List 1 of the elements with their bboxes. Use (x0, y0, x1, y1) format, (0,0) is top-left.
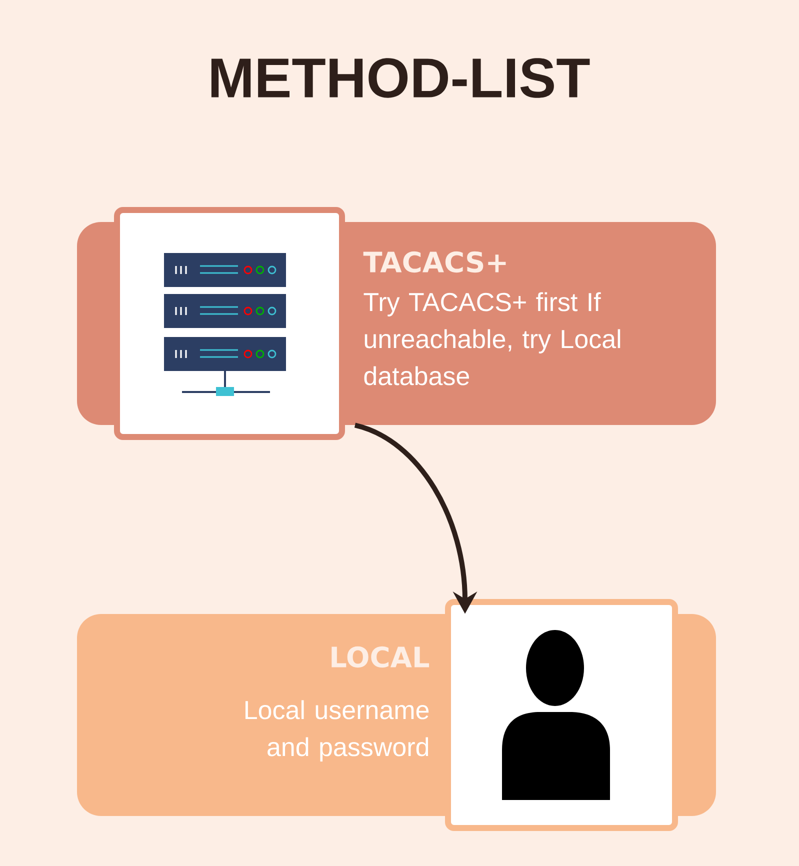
title: METHOD-LIST (211, 58, 590, 98)
